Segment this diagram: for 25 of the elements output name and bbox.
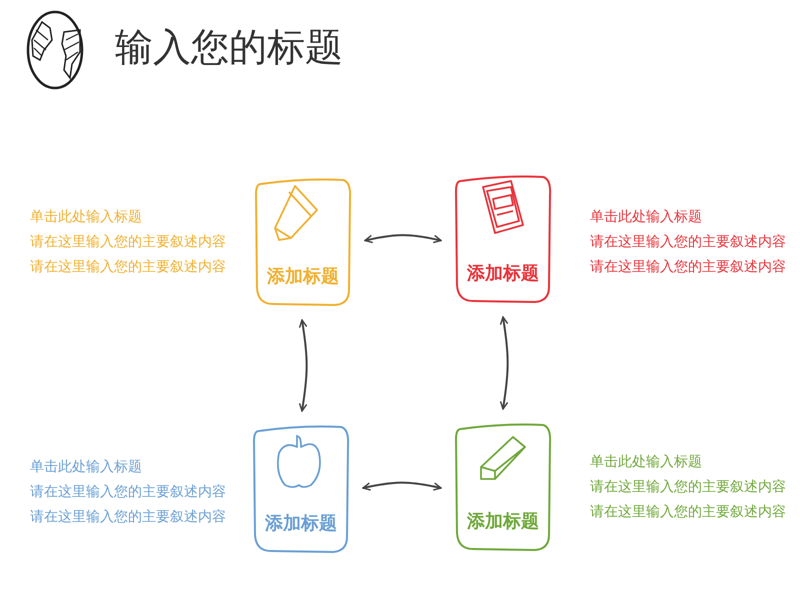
description-text: 请在这里输入您的主要叙述内容 [590,478,786,497]
rounded-box [455,423,551,551]
description-text: 请在这里输入您的主要叙述内容 [30,483,226,502]
heading-text: 单击此处输入标题 [590,208,702,227]
description-text: 请在这里输入您的主要叙述内容 [590,258,786,277]
double-arrow [364,234,442,244]
box-title: 添加标题 [266,265,340,288]
description-text: 请在这里输入您的主要叙述内容 [30,233,226,252]
rounded-box [255,178,351,306]
description-text: 请在这里输入您的主要叙述内容 [30,258,226,277]
description-text: 请在这里输入您的主要叙述内容 [590,233,786,252]
title: 输入您的标题 [115,24,343,71]
rounded-box [455,175,551,303]
double-arrow [362,482,442,491]
heading-text: 单击此处输入标题 [30,458,142,477]
rounded-box [253,425,349,553]
heading-text: 单击此处输入标题 [590,453,702,472]
box-title: 添加标题 [264,512,338,535]
box-title: 添加标题 [466,262,540,285]
box-title: 添加标题 [466,510,540,533]
description-text: 请在这里输入您的主要叙述内容 [30,508,226,527]
double-arrow [500,316,509,410]
heading-text: 单击此处输入标题 [30,208,142,227]
double-arrow [298,319,308,412]
description-text: 请在这里输入您的主要叙述内容 [590,503,786,522]
